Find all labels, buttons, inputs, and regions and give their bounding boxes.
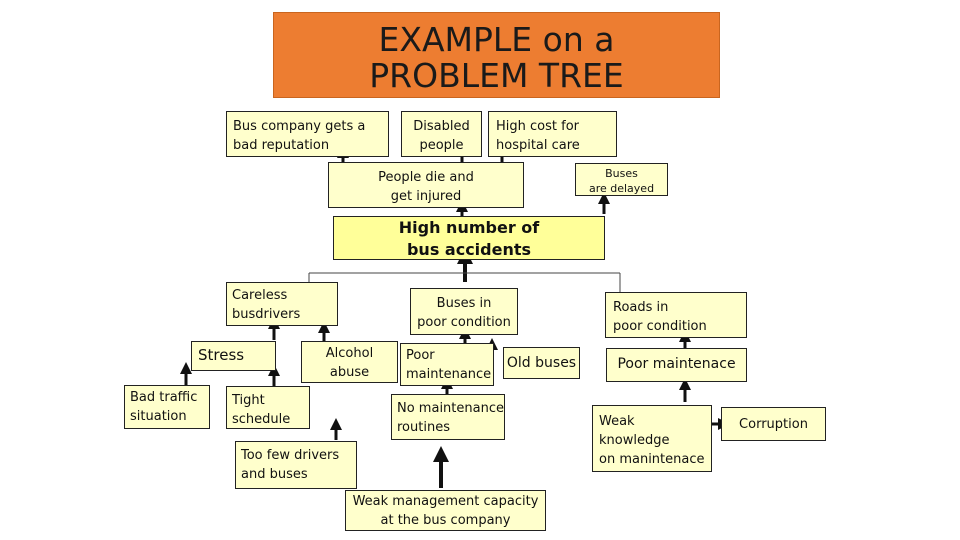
cause-no-maintenance-routines: No maintenance routines bbox=[391, 394, 505, 440]
cause-tight-schedule: Tight schedule bbox=[226, 386, 310, 429]
cause-poor-maintenance: Poor maintenance bbox=[400, 343, 494, 386]
diagram-title: EXAMPLE on a PROBLEM TREE bbox=[273, 12, 720, 98]
effect-people-die: People die and get injured bbox=[328, 162, 524, 208]
cause-corruption: Corruption bbox=[721, 407, 826, 441]
core-problem: High number of bus accidents bbox=[333, 216, 605, 260]
effect-hospital-cost: High cost for hospital care bbox=[488, 111, 617, 157]
title-line-2: PROBLEM TREE bbox=[369, 56, 624, 95]
title-line-1: EXAMPLE on a bbox=[378, 20, 615, 59]
cause-weak-management: Weak management capacity at the bus comp… bbox=[345, 490, 546, 531]
cause-too-few-drivers: Too few drivers and buses bbox=[235, 441, 357, 489]
cause-old-buses: Old buses bbox=[503, 347, 580, 379]
effect-bad-reputation: Bus company gets a bad reputation bbox=[226, 111, 389, 157]
cause-alcohol-abuse: Alcohol abuse bbox=[301, 341, 398, 383]
cause-careless-drivers: Careless busdrivers bbox=[226, 282, 338, 326]
cause-weak-knowledge: Weak knowledge on manintenace bbox=[592, 405, 712, 472]
cause-buses-poor-condition: Buses in poor condition bbox=[410, 288, 518, 335]
cause-poor-maintenace: Poor maintenace bbox=[606, 348, 747, 382]
cause-roads-poor-condition: Roads in poor condition bbox=[605, 292, 747, 338]
effect-disabled-people: Disabled people bbox=[401, 111, 482, 157]
effect-buses-delayed: Buses are delayed bbox=[575, 163, 668, 196]
cause-bad-traffic: Bad traffic situation bbox=[124, 385, 210, 429]
cause-stress: Stress bbox=[191, 341, 276, 371]
